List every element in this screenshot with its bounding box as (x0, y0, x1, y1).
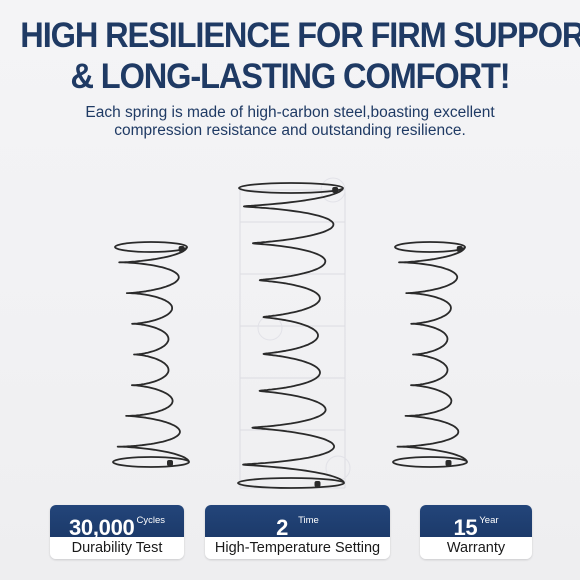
spring-right-coil (396, 246, 468, 463)
subtitle-line-2: compression resistance and outstanding r… (114, 122, 466, 139)
spring-right-bottom-knot (445, 460, 452, 466)
spring-right-top-ring (394, 241, 466, 253)
spring-center-bottom-knot (314, 481, 321, 487)
spring-left-top-ring (114, 241, 188, 253)
badge-heat-setting-label: High-Temperature Setting (205, 537, 390, 559)
badge-heat-setting-value-bar: 2 Time (205, 505, 390, 540)
badge-warranty-value: 15 (453, 514, 478, 540)
spring-center-bottom-ring (237, 477, 345, 489)
spring-center (237, 182, 345, 489)
badge-heat-setting-value: 2 (276, 514, 289, 540)
subtitle-line-1: Each spring is made of high-carbon steel… (85, 104, 495, 121)
badge-durability-value: 30,000 (68, 514, 135, 540)
spring-right-bottom-ring (392, 456, 468, 468)
spring-left (112, 241, 190, 468)
spring-center-top-ring (238, 182, 344, 194)
badge-warranty-unit: Year (479, 515, 499, 526)
spring-left-top-knot (178, 246, 185, 252)
spring-center-coil (242, 187, 345, 484)
badge-durability-unit: Cycles (136, 515, 165, 526)
spring-center-top-knot (332, 187, 339, 193)
badge-heat-setting-unit: Time (298, 515, 319, 526)
spring-left-bottom-knot (167, 460, 173, 466)
spring-left-coil (116, 246, 190, 463)
badge-warranty-label: Warranty (420, 537, 532, 559)
measurement-grid (239, 177, 351, 489)
badge-durability-label: Durability Test (50, 537, 184, 559)
spring-right (392, 241, 468, 468)
badge-heat-setting: 2 Time High-Temperature Setting (205, 505, 390, 559)
spring-left-bottom-ring (112, 456, 190, 468)
headline-line-2: & LONG-LASTING COMFORT! (70, 57, 510, 96)
spring-right-top-knot (456, 246, 463, 252)
headline-line-1: HIGH RESILIENCE FOR FIRM SUPPORT (20, 16, 580, 55)
